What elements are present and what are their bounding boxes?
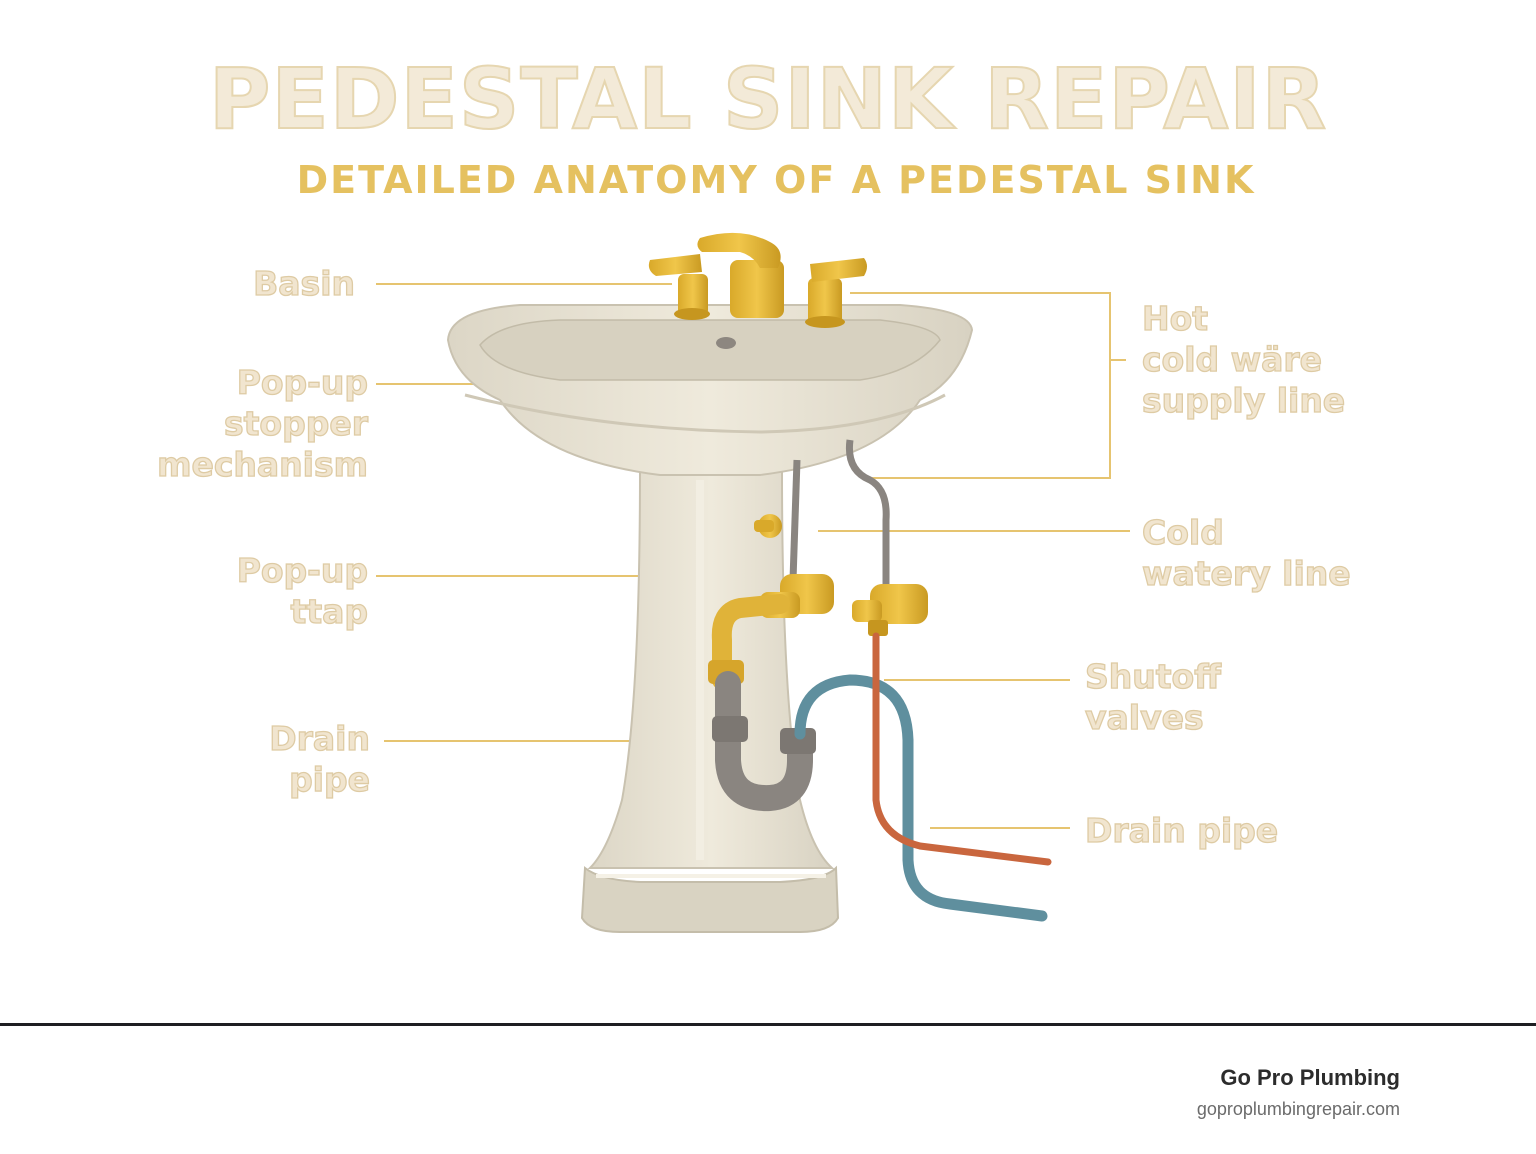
label-basin: Basin (252, 263, 355, 303)
footer-brand: Go Pro Plumbing (1220, 1065, 1400, 1090)
faucet (648, 232, 867, 328)
shutoff-valves (760, 574, 928, 636)
blue-pipe (794, 674, 1048, 922)
label-drain-pipe-right: Drain pipe (1084, 810, 1279, 850)
label-drain-pipe-left: Drain pipe (269, 718, 371, 799)
label-popup-trap: Pop-up ttap (236, 550, 369, 631)
footer-url[interactable]: goproplumbingrepair.com (1196, 1099, 1400, 1119)
page-title: PEDESTAL SINK REPAIR (208, 49, 1328, 149)
label-hot-cold-supply: Hot cold wäre supply line (1141, 298, 1346, 420)
footer-divider (0, 1023, 1536, 1026)
copper-pipe (872, 632, 1052, 866)
drain-hole (716, 337, 736, 349)
label-popup-stopper: Pop-up stopper mechanism (156, 362, 368, 484)
supply-lines (789, 439, 890, 590)
page-subtitle: DETAILED ANATOMY OF A PEDESTAL SINK (296, 158, 1256, 202)
p-trap (712, 671, 816, 812)
label-shutoff-valves: Shutoff valves (1084, 656, 1221, 737)
popup-lever (754, 514, 782, 538)
label-cold-water-line: Cold watery line (1141, 512, 1351, 593)
leader-hot-cold-bracket (850, 292, 1111, 479)
sink-diagram (376, 232, 1130, 933)
pedestal (580, 469, 840, 933)
basin (446, 304, 974, 476)
